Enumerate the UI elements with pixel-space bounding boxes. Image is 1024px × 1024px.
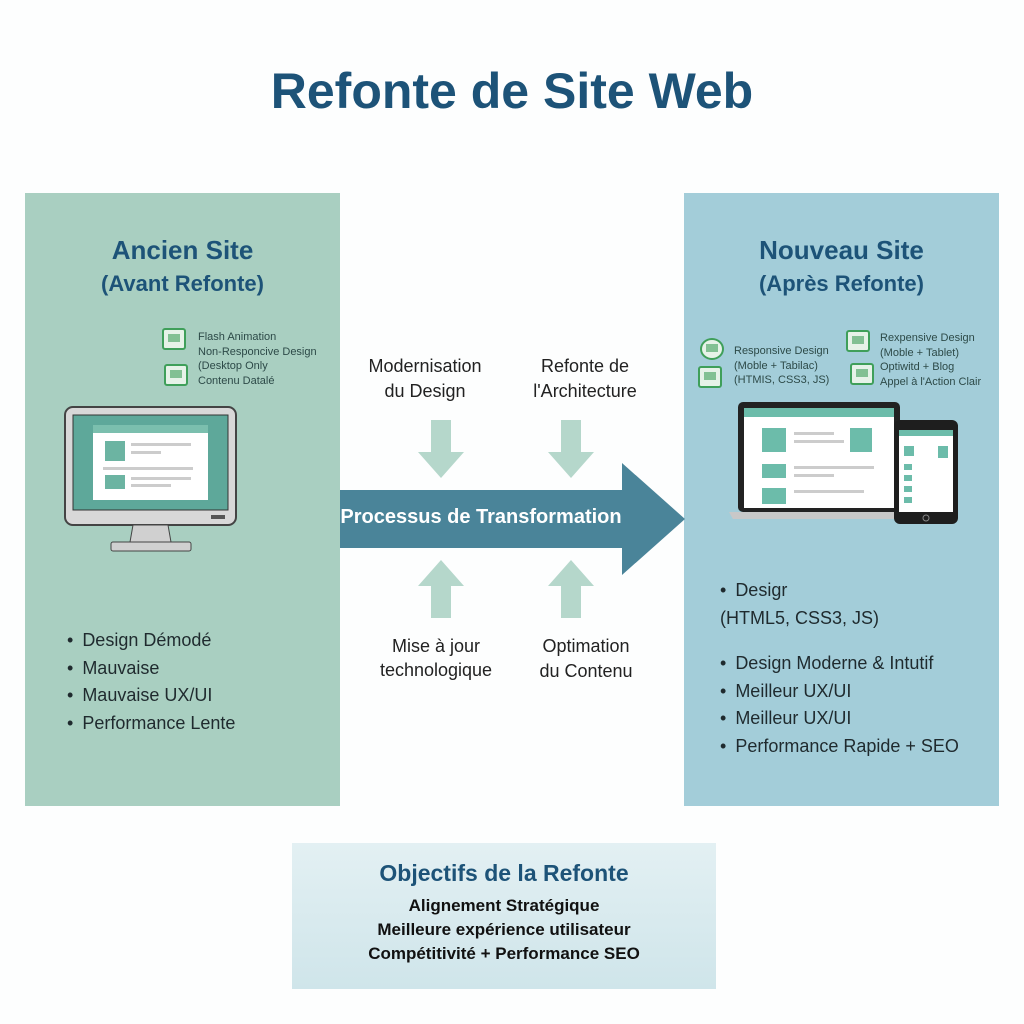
old-site-heading: Ancien Site [111, 235, 254, 265]
transformation-arrow [340, 463, 685, 575]
step-line: Modernisation [368, 356, 482, 376]
bullet-item: Desigr [720, 577, 959, 605]
old-site-subheading: (Avant Refonte) [101, 271, 264, 296]
laptop-phone-illustration [729, 402, 958, 524]
new-site-heading: Nouveau Site [759, 235, 924, 265]
tablet-icon [846, 330, 870, 352]
feature: (Moble + Tablet) [880, 346, 959, 359]
feature: (Desktop Only [198, 360, 268, 372]
feature: Responsive Design [734, 345, 829, 357]
step-line: l'Architecture [533, 381, 637, 401]
down-arrow-icon [548, 420, 594, 478]
document-icon [164, 364, 188, 386]
bullet-item: Mauvaise [67, 655, 235, 683]
step-line: Optimation [542, 636, 630, 656]
old-site-panel: Ancien Site (Avant Refonte) Flash Animat… [25, 193, 340, 806]
bullet-item: Design Démodé [67, 627, 235, 655]
feature: (HTMIS, CSS3, JS) [734, 374, 830, 386]
feature: Optiwitd + Blog [880, 361, 955, 373]
step-line: technologique [379, 660, 493, 680]
feature: Appel à l'Action Clair [880, 375, 982, 388]
feature: Rexpensive Design [880, 332, 975, 344]
step-architecture: Refonte de l'Architecture [500, 354, 670, 404]
new-site-subheading: (Après Refonte) [758, 271, 924, 296]
step-line: Refonte de [540, 356, 630, 376]
new-features-right: Rexpensive Design (Moble + Tablet) Optiw… [880, 331, 981, 389]
down-arrow-icon [418, 420, 464, 478]
goal-item: Alignement Stratégique [408, 896, 600, 915]
step-content: Optimation du Contenu [501, 634, 671, 684]
keyboard-icon [698, 366, 722, 388]
bullet-item: Performance Lente [67, 710, 235, 738]
bullet-item: Mauvaise UX/UI [67, 682, 235, 710]
new-site-bullets: Desigr (HTML5, CSS3, JS) Design Moderne … [720, 577, 959, 760]
bullet-item: Design Moderne & Intutif [720, 650, 959, 678]
responsive-icon [700, 338, 724, 360]
feature: Contenu Datalé [198, 374, 275, 387]
goal-item: Compétitivité + Performance SEO [368, 944, 640, 963]
feature: Flash Animation [198, 331, 277, 343]
bullet-item: Meilleur UX/UI [720, 678, 959, 706]
transformation-label: Processus de Transformation [340, 506, 622, 528]
step-line: Mise à jour [391, 636, 481, 656]
step-technology: Mise à jour technologique [351, 634, 521, 682]
bullet-item: (HTML5, CSS3, JS) [720, 607, 880, 628]
feature: (Moble + Tabilac) [734, 359, 818, 372]
feature: Non-Responcive Design [198, 345, 317, 358]
desktop-monitor-illustration [64, 406, 237, 552]
step-design-modernization: Modernisation du Design [340, 354, 510, 404]
goals-box: Objectifs de la Refonte Alignement Strat… [292, 843, 716, 989]
goal-item: Meilleure expérience utilisateur [377, 920, 631, 939]
goals-title: Objectifs de la Refonte [379, 860, 629, 886]
step-line: du Design [384, 381, 466, 401]
page-title: Refonte de Site Web [270, 63, 754, 119]
step-line: du Contenu [539, 661, 633, 681]
old-features: Flash Animation Non-Responcive Design (D… [198, 330, 317, 388]
bullet-item: Meilleur UX/UI [720, 705, 959, 733]
old-site-bullets: Design Démodé Mauvaise Mauvaise UX/UI Pe… [67, 627, 235, 737]
new-features-left: Responsive Design (Moble + Tabilac) (HTM… [734, 344, 829, 388]
call-to-action-icon [850, 363, 874, 385]
up-arrow-icon [548, 560, 594, 618]
bullet-item: Performance Rapide + SEO [720, 733, 959, 761]
new-site-panel: Nouveau Site (Après Refonte) Responsive … [684, 193, 999, 806]
up-arrow-icon [418, 560, 464, 618]
monitor-icon [162, 328, 186, 350]
